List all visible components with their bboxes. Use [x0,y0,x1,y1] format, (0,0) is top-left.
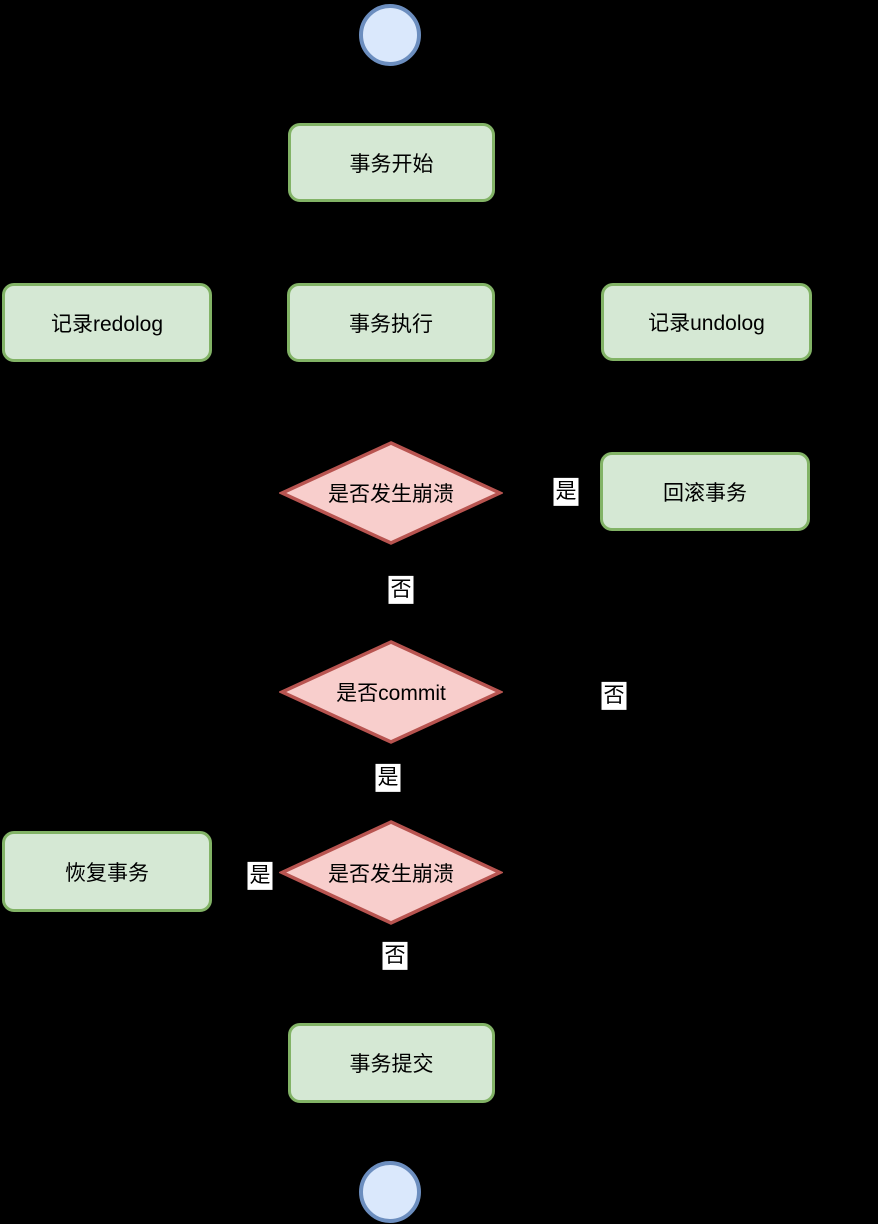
edge-label-commit-yes: 是 [375,763,401,793]
node-recover-transaction-label: 恢复事务 [65,861,149,885]
node-end-circle [359,1161,421,1223]
node-crash-decision-2-label: 是否发生崩溃 [328,862,454,886]
node-transaction-exec-label: 事务执行 [349,312,433,336]
edge-label-crash2-no: 否 [382,941,408,971]
edge-label-commit-no: 否 [601,681,627,711]
node-commit-decision-label: 是否commit [336,682,446,705]
node-commit-decision: 是否commit [279,640,503,744]
node-record-redolog-label: 记录redolog [50,312,164,336]
edge-label-crash1-yes: 是 [553,477,579,507]
node-recover-transaction: 恢复事务 [2,831,212,912]
node-rollback-transaction: 回滚事务 [600,452,810,531]
edge-commitq-no [504,533,704,693]
diamond-shape [279,441,503,545]
node-transaction-exec: 事务执行 [287,283,495,362]
node-record-redolog: 记录redolog [2,283,212,362]
node-transaction-begin: 事务开始 [288,123,495,202]
node-crash-decision-1-label: 是否发生崩溃 [328,483,454,506]
edge-label-crash1-no: 否 [388,575,414,605]
node-transaction-commit-label: 事务提交 [349,1053,434,1076]
node-transaction-commit: 事务提交 [288,1023,495,1103]
node-rollback-transaction-label: 回滚事务 [663,481,747,505]
node-transaction-begin-label: 事务开始 [349,152,434,176]
diamond-shape [279,640,503,744]
node-crash-decision-2: 是否发生崩溃 [279,820,503,925]
node-start-circle [359,4,421,66]
edge-label-crash2-yes: 是 [247,861,273,891]
node-crash-decision-1: 是否发生崩溃 [279,441,503,545]
diamond-shape [279,820,503,925]
node-record-undolog: 记录undolog [601,283,812,361]
node-record-undolog-label: 记录undolog [648,312,765,335]
